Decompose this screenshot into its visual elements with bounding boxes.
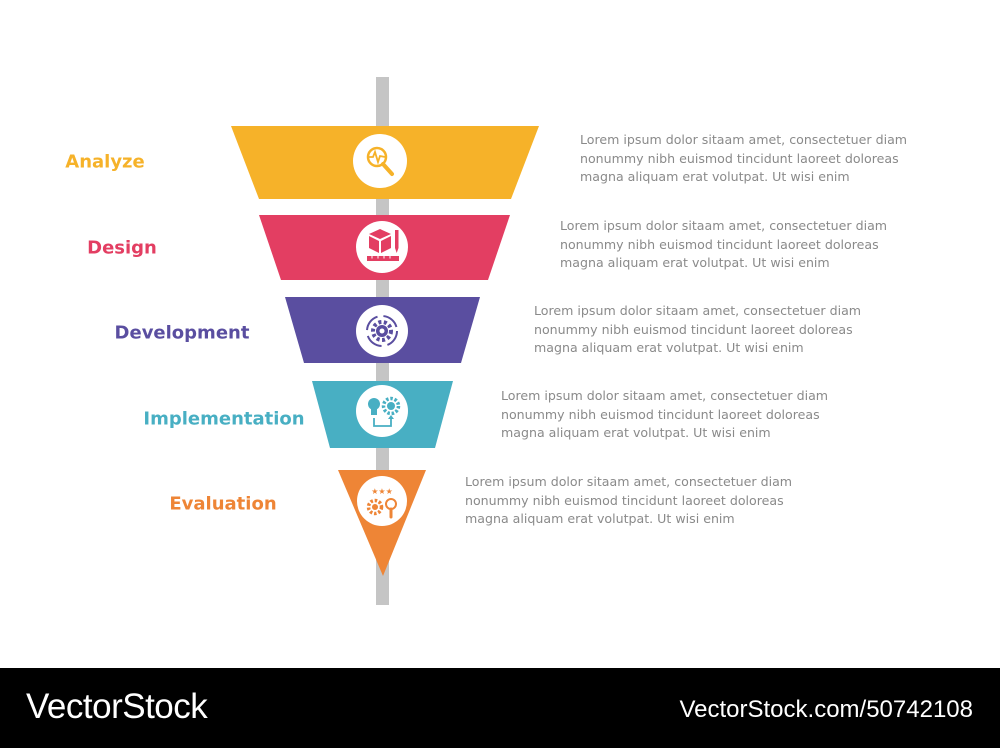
brand-logo: VectorStock — [26, 687, 208, 726]
stage-description-implementation: Lorem ipsum dolor sitaam amet, consectet… — [501, 387, 841, 443]
description-line: nonummy nibh euismod tincidunt laoreet d… — [560, 236, 879, 252]
stage-label-evaluation: Evaluation — [169, 493, 277, 515]
stage-label-implementation: Implementation — [143, 408, 305, 430]
funnel-graphic: ★★★ — [231, 77, 539, 605]
description-line: Lorem ipsum dolor sitaam amet, consectet… — [465, 474, 793, 489]
description-line: magna aliquam erat volutpat. Ut wisi eni… — [560, 255, 830, 270]
description-line: magna aliquam erat volutpat. Ut wisi eni… — [501, 425, 771, 440]
stage-label-design: Design — [87, 237, 157, 259]
description-line: magna aliquam erat volutpat. Ut wisi eni… — [580, 169, 850, 184]
magnifier-pulse-icon — [353, 134, 407, 188]
stage-description-design: Lorem ipsum dolor sitaam amet, consectet… — [560, 217, 900, 273]
description-line: nonummy nibh euismod tincidunt laoreet d… — [465, 492, 784, 508]
stage-label-development: Development — [114, 322, 250, 344]
stage-description-analyze: Lorem ipsum dolor sitaam amet, consectet… — [580, 131, 920, 187]
stars-gear-magnifier-icon: ★★★ — [357, 476, 407, 526]
description-line: nonummy nibh euismod tincidunt laoreet d… — [501, 406, 820, 422]
description-line: Lorem ipsum dolor sitaam amet, consectet… — [580, 132, 908, 147]
image-id-text: VectorStock.com/50742108 — [679, 696, 973, 723]
description-line: Lorem ipsum dolor sitaam amet, consectet… — [501, 388, 829, 403]
stage-description-evaluation: Lorem ipsum dolor sitaam amet, consectet… — [465, 473, 805, 529]
box-ruler-pencil-icon — [356, 221, 408, 273]
description-line: Lorem ipsum dolor sitaam amet, consectet… — [534, 303, 862, 318]
funnel-diagram: ★★★ Analyze Design Development Implement… — [65, 77, 920, 605]
svg-text:★★★: ★★★ — [371, 487, 393, 496]
stage-description-development: Lorem ipsum dolor sitaam amet, consectet… — [534, 302, 874, 358]
description-line: magna aliquam erat volutpat. Ut wisi eni… — [534, 340, 804, 355]
description-line: nonummy nibh euismod tincidunt laoreet d… — [580, 150, 899, 166]
watermark-footer: VectorStock VectorStock.com/50742108 — [0, 668, 1000, 748]
bulb-gear-icon — [356, 385, 408, 437]
gear-cycle-icon — [356, 305, 408, 357]
stage-label-analyze: Analyze — [65, 151, 145, 173]
description-line: Lorem ipsum dolor sitaam amet, consectet… — [560, 218, 888, 233]
description-line: magna aliquam erat volutpat. Ut wisi eni… — [465, 511, 735, 526]
description-line: nonummy nibh euismod tincidunt laoreet d… — [534, 321, 853, 337]
